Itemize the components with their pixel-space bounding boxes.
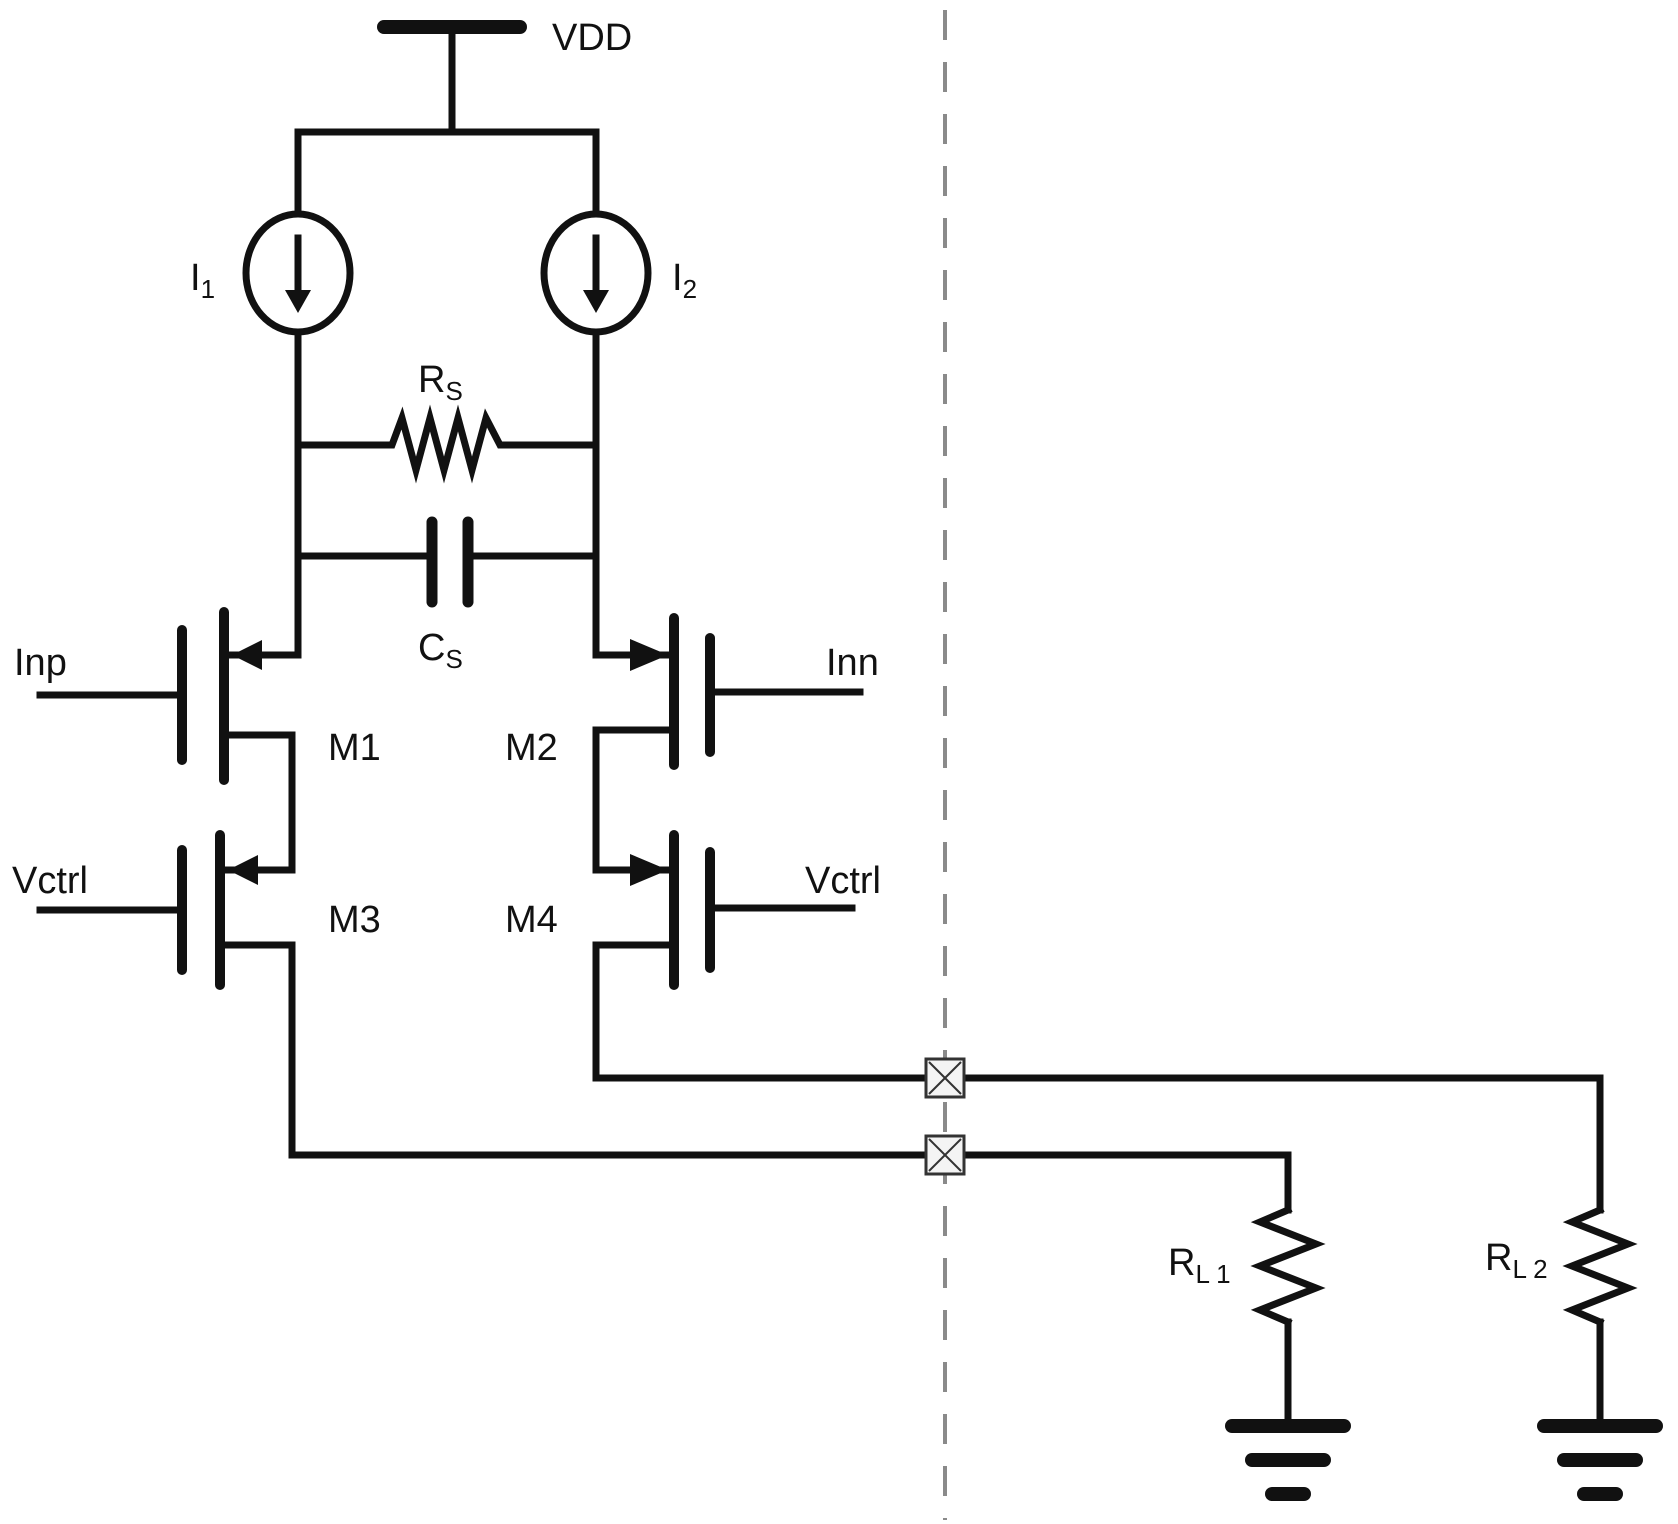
bond-pad-icon	[924, 1134, 966, 1176]
i2-label: I2	[672, 257, 697, 304]
output-wire-negative	[592, 1074, 1604, 1214]
ground-icon	[1537, 1419, 1663, 1501]
transistor-m3	[36, 830, 296, 1159]
current-source-i2	[540, 128, 652, 659]
rl2-label: RL 2	[1485, 1237, 1548, 1284]
inn-label: Inn	[826, 642, 879, 684]
transistor-m2	[592, 613, 864, 874]
source-arrow-icon	[630, 639, 668, 671]
rs-label: RS	[418, 359, 463, 406]
m2-label: M2	[505, 727, 558, 769]
resistor-rl2	[1562, 1205, 1638, 1428]
m1-label: M1	[328, 727, 381, 769]
bond-pad-icon	[924, 1057, 966, 1099]
capacitor-cs	[294, 516, 600, 608]
source-arrow-icon	[630, 854, 668, 886]
source-arrow-icon	[228, 855, 258, 885]
vctrl-left-label: Vctrl	[12, 860, 88, 902]
vdd-rail	[294, 20, 600, 136]
cs-label: CS	[418, 627, 463, 674]
current-direction-arrow-icon	[285, 290, 311, 313]
vctrl-right-label: Vctrl	[805, 860, 881, 902]
m3-label: M3	[328, 899, 381, 941]
resistor-rl1	[1250, 1205, 1326, 1428]
inp-label: Inp	[14, 642, 67, 684]
ground-icon	[1225, 1419, 1351, 1501]
transistor-m1	[36, 607, 302, 874]
output-wire-positive	[288, 1151, 1292, 1214]
m4-label: M4	[505, 899, 558, 941]
resistor-rs	[294, 404, 600, 484]
vdd-label: VDD	[552, 17, 632, 59]
transistor-m4	[592, 830, 856, 1082]
current-source-i1	[242, 128, 354, 659]
rl1-label: RL 1	[1168, 1242, 1231, 1289]
source-arrow-icon	[232, 640, 262, 670]
i1-label: I1	[190, 257, 215, 304]
current-direction-arrow-icon	[583, 290, 609, 313]
